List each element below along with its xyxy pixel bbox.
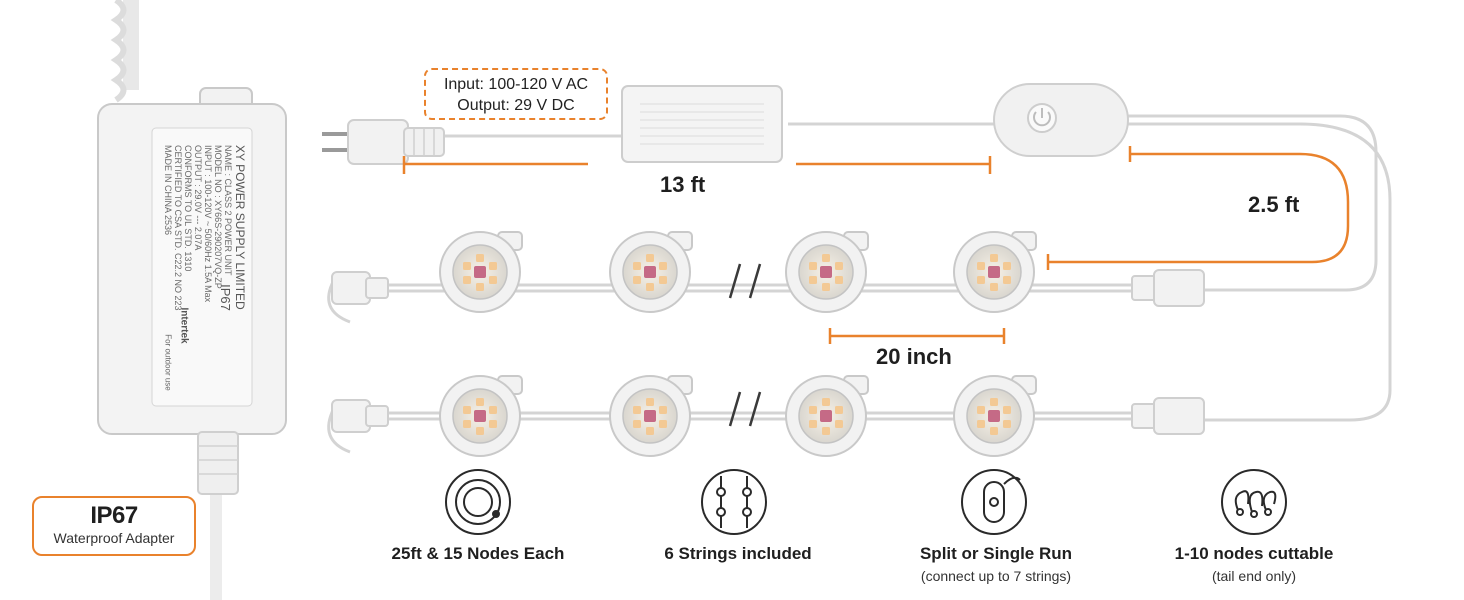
- adapter-outdoor-note: For outdoor use: [163, 334, 173, 391]
- feature-title: 1-10 nodes cuttable: [1174, 544, 1334, 563]
- inline-driver: [621, 85, 783, 163]
- cuttable-nodes-icon: [1221, 469, 1287, 535]
- light-node: [439, 375, 523, 457]
- light-nodes: [439, 231, 1037, 457]
- ip-label: Waterproof Adapter: [53, 530, 175, 546]
- adapter-label: XY POWER SUPPLY LIMITED NAME : CLASS 2 P…: [157, 145, 247, 441]
- remote-switch-icon: [961, 469, 1027, 535]
- ip-rating: IP67: [90, 502, 138, 529]
- adapter-cert: Intertek: [178, 307, 190, 344]
- power-spec-callout: Input: 100-120 V AC Output: 29 V DC: [424, 68, 608, 120]
- strand-connectors: [331, 269, 1205, 435]
- adapter-side-rating: IP67: [217, 284, 233, 311]
- light-node: [785, 231, 869, 313]
- ip67-badge: IP67 Waterproof Adapter: [32, 496, 196, 556]
- feature-note: (connect up to 7 strings): [920, 568, 1072, 584]
- feature-title: 25ft & 15 Nodes Each: [391, 544, 565, 563]
- strings-grid-icon: [701, 469, 767, 535]
- adapter-line: OUTPUT : 29.0V --- 2.07A: [193, 145, 203, 251]
- feature-title: Split or Single Run: [919, 544, 1073, 563]
- input-spec: Input: 100-120 V AC: [443, 76, 589, 93]
- adapter-brand: XY POWER SUPPLY LIMITED: [233, 145, 247, 310]
- light-node: [953, 375, 1037, 457]
- break-marks: [728, 263, 762, 427]
- adapter-line: INPUT : 100-120V ~ 50/60Hz 1.5A Max: [203, 145, 213, 303]
- feature-title: 6 Strings included: [664, 544, 812, 563]
- coiled-cable-icon: [445, 469, 511, 535]
- adapter-line: CONFORMS TO UL STD. 1310: [183, 145, 193, 272]
- power-adapter: [97, 0, 287, 495]
- light-node: [609, 375, 693, 457]
- lead-length-label: 2.5 ft: [1248, 192, 1300, 217]
- wall-plug: [322, 119, 445, 165]
- dimension-lines: [402, 146, 1350, 344]
- light-node: [609, 231, 693, 313]
- light-node: [439, 231, 523, 313]
- output-spec: Output: 29 V DC: [457, 97, 575, 114]
- adapter-line: MADE IN CHINA 2536: [163, 145, 173, 236]
- node-spacing-label: 20 inch: [876, 344, 952, 369]
- controller-switch: [993, 83, 1129, 157]
- light-node: [953, 231, 1037, 313]
- adapter-line: CERTIFIED TO CSA STD. C22.2 NO 223: [173, 145, 183, 311]
- feature-note: (tail end only): [1211, 568, 1297, 584]
- light-node: [785, 375, 869, 457]
- cord-length-label: 13 ft: [660, 172, 706, 197]
